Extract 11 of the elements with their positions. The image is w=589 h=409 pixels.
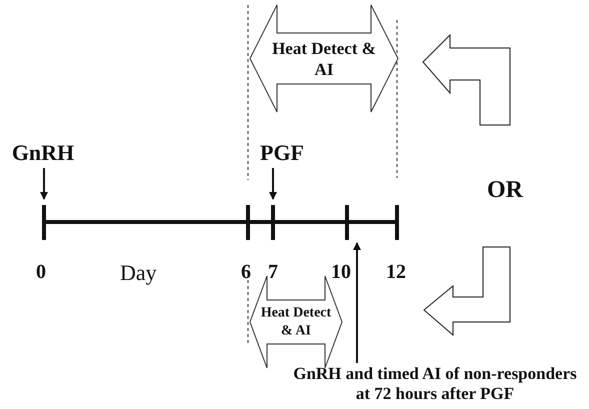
event-label: PGF [254,140,310,164]
arrow [353,242,361,363]
arrow [40,168,48,200]
day-number: 12 [386,262,406,282]
event-label: GnRH [5,140,81,164]
axis-title: Day [120,262,157,284]
day-number: 6 [241,262,251,282]
day-number: 0 [36,262,46,282]
or-label: OR [487,178,523,202]
double-arrow-shape: Heat Detect & AI [250,5,398,112]
arrow [269,168,277,200]
